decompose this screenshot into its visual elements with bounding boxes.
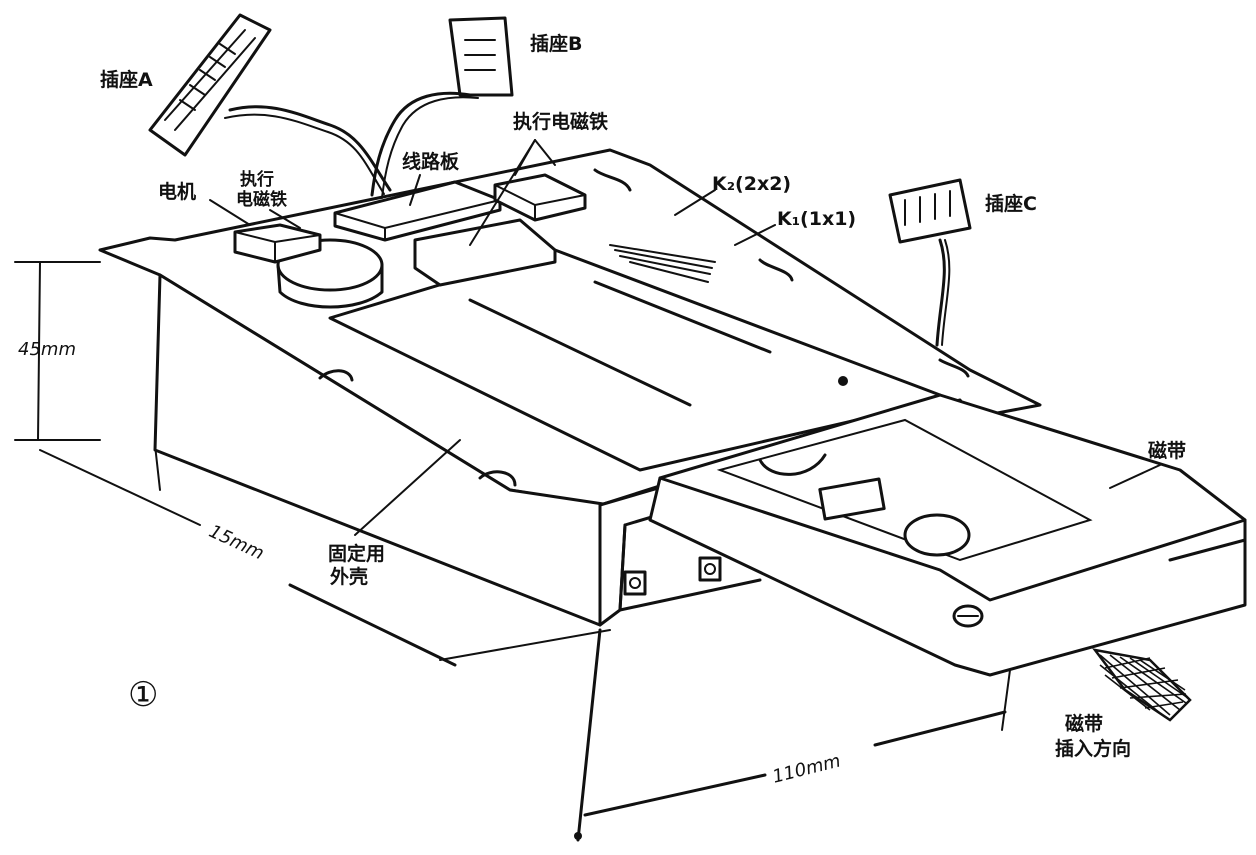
labels: 插座A 插座B 插座C 执行电磁铁 电机 执行 电磁铁 线路板 K₂(2x2) … [18,32,1186,788]
leader-lines [209,139,1161,536]
label-circuit-board: 线路板 [402,150,460,173]
label-actuator-solenoid-left-2: 电磁铁 [236,189,287,210]
label-tape: 磁带 [1148,439,1186,462]
dimension-height-label: 45mm [18,339,76,360]
label-socket-b: 插座B [530,32,582,55]
label-k1: K₁(1x1) [777,208,856,230]
tape-cassette [648,393,1247,677]
socket-a-connector [148,13,392,195]
dimension-width-label: 110mm [770,751,842,788]
label-actuator-solenoid-top: 执行电磁铁 [513,110,608,133]
label-socket-c: 插座C [985,192,1037,215]
label-motor: 电机 [158,180,196,203]
label-k2: K₂(2x2) [712,173,791,195]
dimension-depth-label: 15mm [206,521,267,565]
socket-c-connector [888,178,972,347]
label-actuator-solenoid-left-1: 执行 [240,169,274,190]
label-housing-1: 固定用 [328,542,385,565]
insert-direction-arrow [1092,648,1192,722]
label-insert-direction-1: 磁带 [1065,712,1103,735]
label-insert-direction-2: 插入方向 [1055,737,1131,760]
right-solenoid [493,173,587,222]
dimension-lines [14,261,1011,842]
figure-number: ① [128,675,158,715]
label-housing-2: 外壳 [330,565,368,588]
left-solenoid [233,223,322,264]
socket-b-connector [370,16,514,199]
label-socket-a: 插座A [100,68,153,91]
internal-components [233,173,587,309]
